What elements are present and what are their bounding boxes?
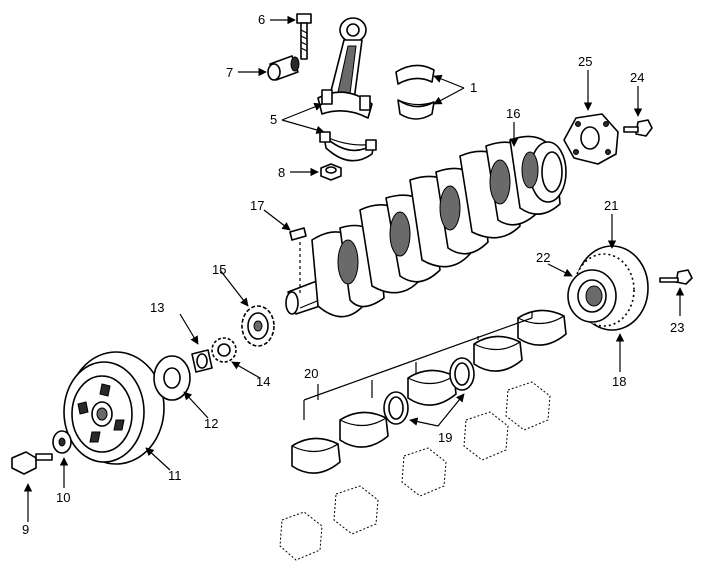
callout-labels: 6 7 1 5 8 16 25 24 17 21 22 15 13 23 18 … [22,12,684,537]
callout-19: 19 [438,430,452,445]
crankshaft [285,135,567,318]
crankshaft-gear [241,305,275,347]
thrust-washers [383,357,475,425]
connecting-rod-bearing-shells [395,64,435,120]
connecting-rod [317,17,373,119]
main-bearing-cap-ghosts [279,381,551,561]
callout-20: 20 [304,366,318,381]
callout-15: 15 [212,262,226,277]
callout-11: 11 [168,468,182,483]
flex-plate-bolt [623,119,653,137]
rear-oil-seal [567,269,617,323]
callout-1: 1 [470,80,477,95]
callout-9: 9 [22,522,29,537]
flex-plate [563,113,619,165]
callout-22: 22 [536,250,550,265]
connecting-rod-cap [319,131,377,162]
callout-23: 23 [670,320,684,335]
timing-sprocket [211,337,237,363]
callout-17: 17 [250,198,264,213]
callout-10: 10 [56,490,70,505]
callout-8: 8 [278,165,285,180]
callout-24: 24 [630,70,644,85]
pulley-washer [52,430,72,454]
woodruff-key [289,227,307,241]
spacer-ring [191,349,213,373]
connecting-rod-nut [320,163,342,181]
callout-25: 25 [578,54,592,69]
callout-21: 21 [604,198,618,213]
callout-7: 7 [226,65,233,80]
callout-16: 16 [506,106,520,121]
pulley-bolt [11,451,53,475]
callout-5: 5 [270,112,277,127]
callout-13: 13 [150,300,164,315]
crankshaft-pulley [63,351,165,465]
callout-18: 18 [612,374,626,389]
connecting-rod-bolt [296,13,312,60]
callout-14: 14 [256,374,270,389]
callout-12: 12 [204,416,218,431]
seal-housing-bolt [659,269,693,285]
callout-6: 6 [258,12,265,27]
leader-lines [23,15,685,522]
piston-pin-bushing [267,55,300,81]
oil-slinger [153,355,191,401]
